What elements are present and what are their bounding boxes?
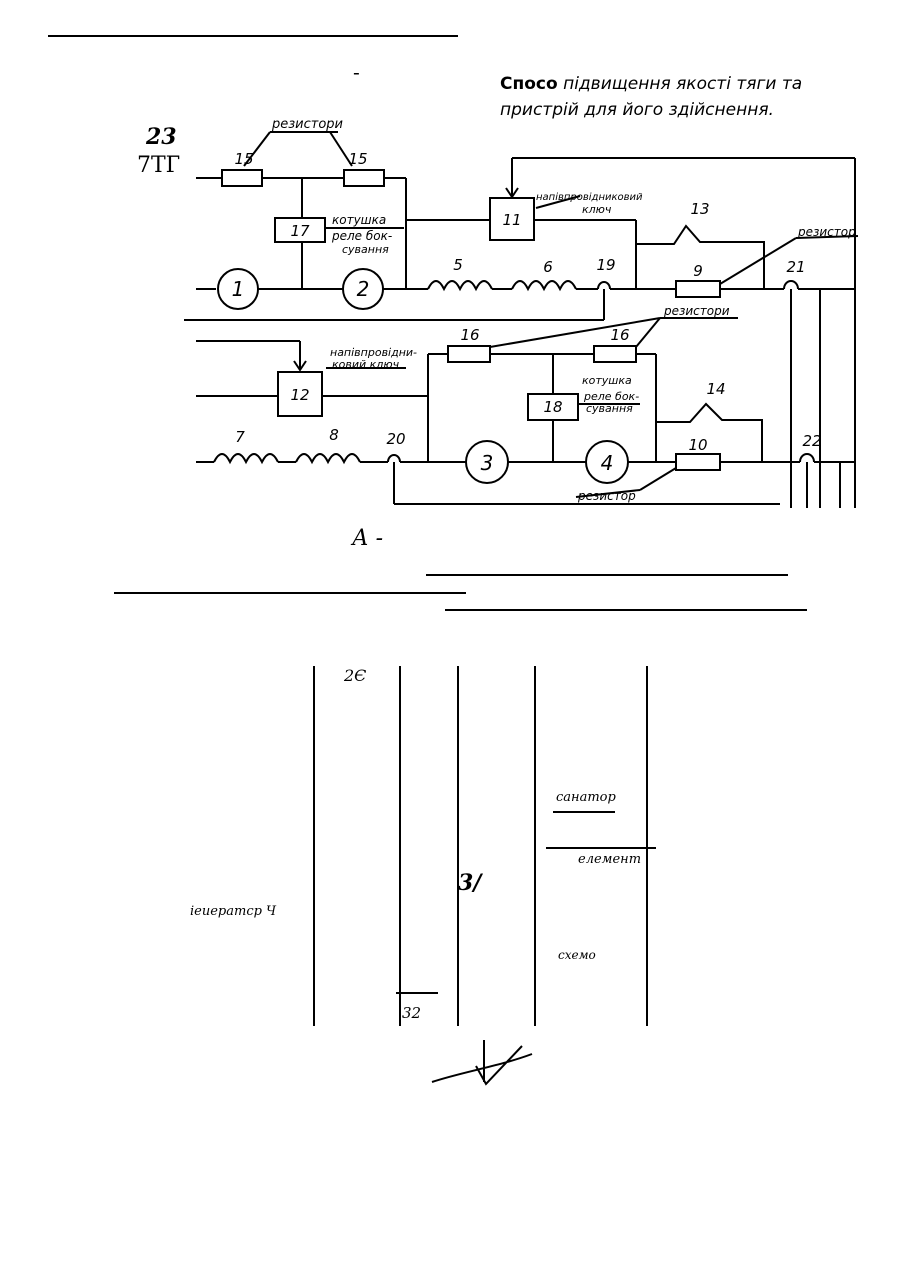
signature <box>432 1040 532 1084</box>
num-22: 22 <box>802 432 821 450</box>
num-19: 19 <box>596 256 615 274</box>
num-13: 13 <box>690 200 709 218</box>
num-20: 20 <box>386 430 405 448</box>
num-15b: 15 <box>348 150 367 168</box>
resistor-10 <box>676 454 720 470</box>
num-14: 14 <box>706 380 725 398</box>
resistor-15b <box>344 170 384 186</box>
label-resistors-mid: резистори <box>663 304 730 318</box>
resistor-15a <box>222 170 262 186</box>
num-18: 18 <box>543 398 562 416</box>
label-key-12-l2: ковий ключ <box>332 358 400 371</box>
num-16a: 16 <box>460 326 479 344</box>
contact-19 <box>598 282 610 289</box>
label-coil-17-l2: реле бок- <box>331 229 392 243</box>
table-generator: іеиератср Ч <box>190 904 276 919</box>
figure-caption: А - <box>352 526 383 551</box>
contact-20 <box>388 455 400 462</box>
num-16b: 16 <box>610 326 629 344</box>
num-5: 5 <box>453 256 463 274</box>
table-c2: 3/ <box>458 870 481 896</box>
num-10: 10 <box>688 436 707 454</box>
table-sanator: санатор <box>556 790 616 805</box>
label-coil-17-l3: сування <box>342 243 389 256</box>
inductor-5 <box>428 281 492 289</box>
resistor-16b <box>594 346 636 362</box>
num-17: 17 <box>290 222 310 240</box>
label-coil-17-l1: котушка <box>332 213 386 227</box>
num-1: 1 <box>232 277 245 301</box>
label-resistor-right: резистор <box>797 225 856 239</box>
num-8: 8 <box>329 426 339 444</box>
table-scheme: схемо <box>558 948 596 962</box>
num-7: 7 <box>235 428 245 446</box>
label-key-11-l2: ключ <box>582 203 612 216</box>
label-coil-18-l3: сування <box>586 402 633 415</box>
table-element: елемент <box>578 852 641 867</box>
num-9: 9 <box>693 262 703 280</box>
label-resistors-top: резистори <box>271 117 343 132</box>
num-21: 21 <box>786 258 805 276</box>
table-c3: 32 <box>402 1004 421 1022</box>
inductor-6 <box>512 281 576 289</box>
inductor-8 <box>296 454 360 462</box>
contact-21 <box>784 281 798 289</box>
num-11: 11 <box>502 211 521 229</box>
contact-22 <box>800 454 814 462</box>
label-coil-18-l1: котушка <box>582 374 632 387</box>
num-2: 2 <box>357 277 370 301</box>
inductor-7 <box>214 454 278 462</box>
resistor-16a <box>448 346 490 362</box>
resistor-9 <box>676 281 720 297</box>
num-6: 6 <box>543 258 553 276</box>
num-12: 12 <box>290 386 309 404</box>
num-4: 4 <box>601 451 614 475</box>
num-15a: 15 <box>234 150 253 168</box>
label-key-11-l1: напівпровідниковий <box>536 191 643 203</box>
table-c1: 2Є <box>344 666 366 685</box>
label-resistor-bottom: резистор <box>577 489 636 503</box>
num-3: 3 <box>481 451 494 475</box>
